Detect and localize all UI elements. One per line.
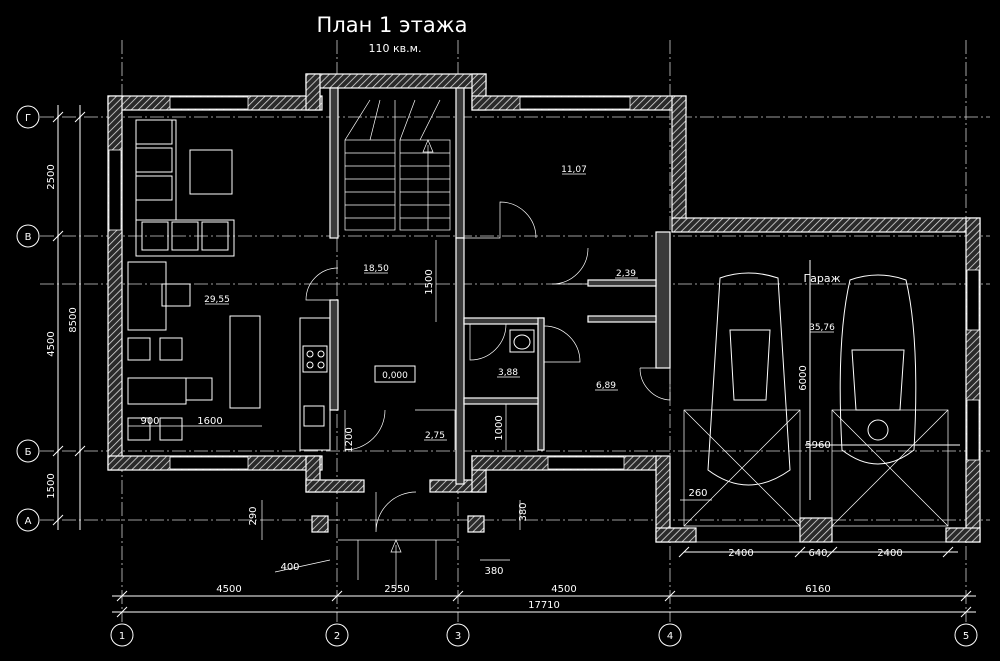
garage-bay-1: 2400 bbox=[728, 548, 753, 559]
garage-offset: 260 bbox=[688, 488, 707, 499]
dim-span-2: 2550 bbox=[384, 584, 409, 595]
level-mark: 0,000 bbox=[382, 371, 408, 381]
axis-label-1: 1 bbox=[119, 631, 125, 642]
dim-290: 290 bbox=[248, 506, 259, 525]
axis-markers-horizontal: Г В Б А bbox=[16, 105, 40, 532]
dim-span-1: 4500 bbox=[216, 584, 241, 595]
level-mark-box bbox=[374, 365, 416, 383]
room-area-kitchen: 11,07 bbox=[561, 165, 587, 175]
dimension-chain-bottom: 4500 2550 4500 6160 17710 bbox=[112, 584, 976, 618]
staircase bbox=[344, 99, 451, 231]
kitchen-counter bbox=[299, 317, 331, 451]
dim-1000: 1000 bbox=[494, 415, 505, 440]
dim-total-bottom: 17710 bbox=[528, 600, 560, 611]
dim-1600: 1600 bbox=[197, 416, 222, 427]
axis-label-v: В bbox=[25, 232, 32, 243]
garage-bay-gap: 640 bbox=[808, 548, 827, 559]
dim-left-2: 4500 bbox=[46, 331, 57, 356]
dim-400: 400 bbox=[280, 562, 299, 573]
room-area-storage: 2,39 bbox=[616, 269, 636, 279]
bathroom-fixtures bbox=[509, 329, 535, 353]
axis-label-5: 5 bbox=[963, 631, 969, 642]
garage bbox=[678, 260, 960, 558]
axis-label-2: 2 bbox=[334, 631, 340, 642]
dim-380-right: 380 bbox=[518, 502, 529, 521]
room-area-689: 6,89 bbox=[596, 381, 616, 391]
axis-grid bbox=[40, 40, 990, 622]
garage-width: 5960 bbox=[805, 440, 830, 451]
porch bbox=[311, 515, 485, 590]
axis-markers-vertical: 1 2 3 4 5 bbox=[110, 623, 978, 647]
dim-900: 900 bbox=[140, 416, 159, 427]
axis-label-b: Б bbox=[25, 447, 32, 458]
dim-1500: 1500 bbox=[424, 269, 435, 294]
plan-title: План 1 этажа bbox=[317, 13, 468, 37]
room-area-bath: 3,88 bbox=[498, 368, 518, 378]
dim-380-bottom: 380 bbox=[484, 566, 503, 577]
dimension-chain-left: 2500 4500 1500 8500 bbox=[46, 105, 86, 530]
interior-walls bbox=[329, 87, 671, 485]
living-furniture bbox=[127, 119, 261, 441]
dim-span-3: 4500 bbox=[551, 584, 576, 595]
axis-label-a: А bbox=[25, 516, 32, 527]
windows bbox=[108, 96, 980, 470]
axis-label-4: 4 bbox=[667, 631, 673, 642]
exterior-walls bbox=[107, 73, 981, 543]
axis-label-g: Г bbox=[25, 113, 31, 124]
garage-area: 35,76 bbox=[809, 323, 835, 333]
plan-area: 110 кв.м. bbox=[369, 42, 422, 55]
dim-1200: 1200 bbox=[344, 427, 355, 452]
doors bbox=[305, 201, 671, 533]
dim-span-4: 6160 bbox=[805, 584, 830, 595]
garage-bay-2: 2400 bbox=[877, 548, 902, 559]
garage-depth: 6000 bbox=[798, 365, 809, 390]
axis-label-3: 3 bbox=[455, 631, 461, 642]
room-area-hall: 18,50 bbox=[363, 264, 389, 274]
garage-label: Гараж bbox=[803, 272, 840, 285]
room-area-vestibule: 2,75 bbox=[425, 431, 445, 441]
dim-left-total: 8500 bbox=[68, 307, 79, 332]
room-area-living: 29,55 bbox=[204, 295, 230, 305]
dim-left-1: 2500 bbox=[46, 164, 57, 189]
dim-left-3: 1500 bbox=[46, 473, 57, 498]
